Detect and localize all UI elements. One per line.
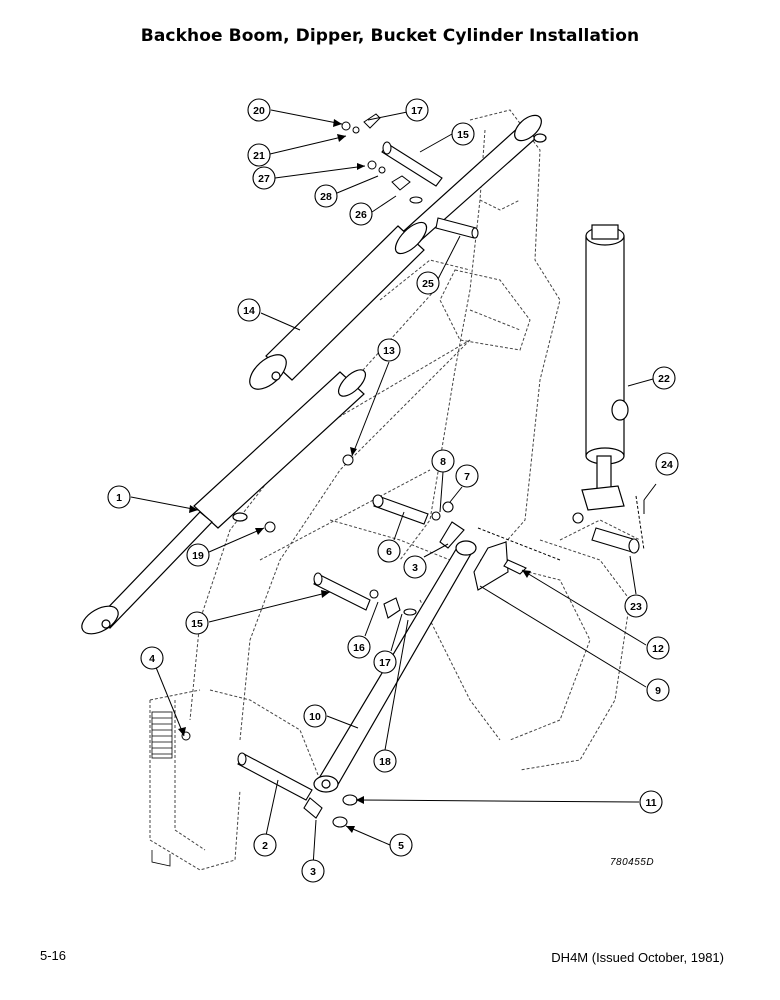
- bucket-cylinder: [581, 224, 629, 511]
- callout-6: 6: [377, 539, 401, 563]
- page-number: 5-16: [40, 948, 67, 963]
- svg-text:19: 19: [192, 550, 204, 562]
- callout-18: 18: [373, 749, 397, 773]
- small-bolts: [181, 454, 645, 741]
- svg-text:6: 6: [386, 546, 392, 558]
- callout-24: 24: [655, 452, 679, 476]
- callout-23: 23: [624, 594, 648, 618]
- svg-text:24: 24: [661, 459, 673, 471]
- callout-15: 15: [185, 611, 209, 635]
- svg-text:1: 1: [116, 492, 122, 504]
- svg-text:22: 22: [658, 373, 670, 385]
- callout-21: 21: [247, 143, 271, 167]
- svg-text:25: 25: [422, 278, 434, 290]
- callout-13: 13: [377, 338, 401, 362]
- leader-lines: [130, 109, 657, 867]
- callout-14: 14: [237, 298, 261, 322]
- callout-3: 3: [403, 555, 427, 579]
- callout-8: 8: [431, 449, 455, 473]
- svg-text:15: 15: [457, 129, 469, 141]
- svg-text:27: 27: [258, 173, 270, 185]
- boom-cylinder: [249, 114, 547, 390]
- callouts: 20 17 15 21 27 28 26 25 14 13 22 1 8 7 2…: [107, 98, 679, 883]
- svg-text:21: 21: [253, 150, 265, 162]
- manual-id: DH4M (Issued October, 1981): [551, 950, 724, 965]
- svg-text:9: 9: [655, 685, 661, 697]
- small-hardware-top: [341, 113, 423, 204]
- callout-12: 12: [646, 636, 670, 660]
- svg-text:7: 7: [464, 471, 470, 483]
- svg-text:17: 17: [379, 657, 391, 669]
- callout-17: 17: [405, 98, 429, 122]
- pin-6: [372, 494, 465, 549]
- svg-text:14: 14: [243, 305, 255, 317]
- svg-text:3: 3: [310, 866, 316, 878]
- callout-3: 3: [301, 859, 325, 883]
- svg-text:10: 10: [309, 711, 321, 723]
- page-title: Backhoe Boom, Dipper, Bucket Cylinder In…: [140, 26, 640, 46]
- svg-text:28: 28: [320, 191, 332, 203]
- swing-post-grille: [151, 711, 173, 867]
- callout-28: 28: [314, 184, 338, 208]
- svg-text:4: 4: [149, 653, 155, 665]
- svg-text:15: 15: [191, 618, 203, 630]
- svg-text:18: 18: [379, 756, 391, 768]
- svg-text:13: 13: [383, 345, 395, 357]
- callout-22: 22: [652, 366, 676, 390]
- upper-pin: [381, 141, 443, 187]
- dipper-cylinder: [81, 369, 367, 635]
- callout-4: 4: [140, 646, 164, 670]
- callout-15: 15: [451, 122, 475, 146]
- callout-17: 17: [373, 650, 397, 674]
- callout-10: 10: [303, 704, 327, 728]
- callout-25: 25: [416, 271, 440, 295]
- svg-text:12: 12: [652, 643, 664, 655]
- svg-text:11: 11: [645, 797, 656, 809]
- callout-2: 2: [253, 833, 277, 857]
- callout-26: 26: [349, 202, 373, 226]
- svg-text:20: 20: [253, 105, 265, 117]
- callout-20: 20: [247, 98, 271, 122]
- svg-text:5: 5: [398, 840, 404, 852]
- leader-arrowheads: [178, 119, 531, 833]
- callout-1: 1: [107, 485, 131, 509]
- svg-text:8: 8: [440, 456, 446, 468]
- svg-text:23: 23: [630, 601, 642, 613]
- callout-19: 19: [186, 543, 210, 567]
- pin-23: [572, 512, 640, 554]
- callout-9: 9: [646, 678, 670, 702]
- pin-2: [237, 752, 358, 828]
- callout-7: 7: [455, 464, 479, 488]
- pin-15-lower: [313, 572, 417, 619]
- bracket-plate: [473, 541, 527, 591]
- svg-text:2: 2: [262, 840, 268, 852]
- callout-11: 11: [639, 790, 663, 814]
- pin-25: [435, 217, 479, 239]
- svg-text:26: 26: [355, 209, 367, 221]
- svg-text:3: 3: [412, 562, 418, 574]
- callout-16: 16: [347, 635, 371, 659]
- svg-text:16: 16: [353, 642, 365, 654]
- figure-number: 780455D: [610, 857, 655, 868]
- callout-5: 5: [389, 833, 413, 857]
- svg-text:17: 17: [411, 105, 423, 117]
- callout-27: 27: [252, 166, 276, 190]
